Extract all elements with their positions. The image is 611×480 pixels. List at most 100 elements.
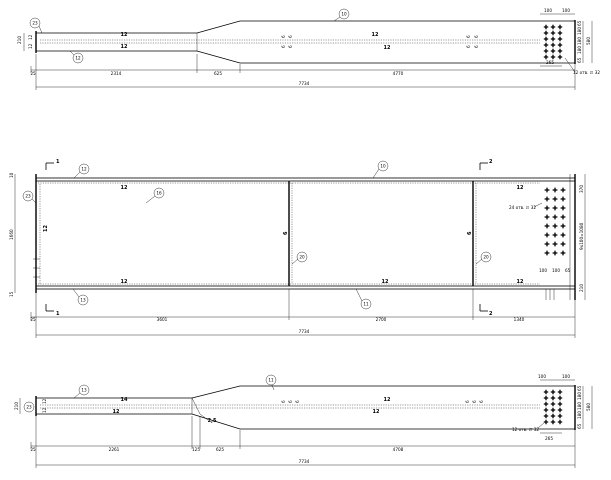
- bolt-hole: [550, 24, 556, 30]
- weld-label: 12: [517, 279, 524, 285]
- bolt-hole: [557, 407, 563, 413]
- callout-13: 13: [81, 388, 87, 393]
- bolt-hole: [550, 42, 556, 48]
- callout-bubble: [22, 190, 34, 202]
- callout-bubble: [480, 251, 492, 263]
- bolt-hole: [560, 241, 566, 247]
- height-label: 210: [17, 36, 22, 44]
- weld-size: 6: [281, 35, 286, 38]
- bolt-hole: [560, 232, 566, 238]
- dim: 2700: [376, 317, 387, 322]
- section-label-2: 2: [489, 159, 493, 165]
- bolt-hole: [544, 205, 550, 211]
- bolt-note-leader: [537, 422, 545, 429]
- callout-12: 12: [75, 56, 81, 61]
- bottom-flange: [35, 285, 576, 290]
- weld-size: 6: [281, 45, 286, 48]
- vert-label: 6: [283, 231, 289, 235]
- bolt-hole: [552, 187, 558, 193]
- bolt-hole: [557, 42, 563, 48]
- callout-leader: [355, 288, 363, 302]
- top-view: 23 12 10 210 12 12 12 12 12 12 6 6 6 6 6…: [17, 8, 600, 90]
- section-label-1: 1: [56, 159, 60, 165]
- weld-size: 6: [479, 400, 484, 403]
- weld-label: 12: [113, 409, 120, 415]
- bolt-hole: [550, 401, 556, 407]
- total-dim: 7734: [299, 459, 310, 464]
- bolt-hole: [543, 389, 549, 395]
- callout-13: 13: [80, 298, 86, 303]
- plate-dim: 265: [546, 60, 554, 65]
- callout-bubble: [377, 160, 389, 172]
- weld-label: 12: [121, 44, 128, 50]
- bolt-hole: [552, 214, 558, 220]
- callout-leader: [73, 171, 81, 179]
- bolt-note: 24 отв. ∅ 32: [509, 205, 536, 210]
- callout-leader: [31, 198, 37, 204]
- weld-size: 6: [472, 400, 477, 403]
- plate-dim: 180: [577, 402, 582, 410]
- bolt-hole: [557, 36, 563, 42]
- plate-dim: 180: [577, 27, 582, 35]
- plate-dim: 100: [562, 374, 570, 379]
- plate-dim: 100: [538, 374, 546, 379]
- callout-11: 11: [268, 378, 274, 383]
- callout-10: 10: [341, 12, 347, 17]
- callout-leader: [72, 288, 80, 298]
- mid-view: 1 1 2 2 12 10 23 16 20 20 13 11: [9, 159, 586, 338]
- callout-23: 23: [26, 405, 32, 410]
- callout-bubble: [23, 401, 35, 413]
- bolt-hole: [544, 223, 550, 229]
- bolt-hole: [552, 241, 558, 247]
- bolt-hole: [544, 196, 550, 202]
- height-label: 12: [42, 407, 47, 413]
- bolt-hole: [560, 187, 566, 193]
- right-dim: 9x100=1080: [579, 222, 584, 250]
- bolt-hole: [560, 196, 566, 202]
- weld-label: 12: [384, 45, 391, 51]
- weld-label: 12: [121, 279, 128, 285]
- bolt-hole: [560, 214, 566, 220]
- dim: 2314: [111, 71, 122, 76]
- dim: 625: [214, 71, 222, 76]
- bolt-hole: [543, 24, 549, 30]
- vert-label: 6: [467, 231, 473, 235]
- callout-leader: [145, 195, 156, 204]
- bottom-bolt-group: [543, 389, 563, 425]
- bolt-hole: [544, 187, 550, 193]
- callout-leader: [475, 258, 483, 265]
- bolt-hole: [543, 54, 549, 60]
- bolt-hole: [544, 250, 550, 256]
- plate-dim: 65: [577, 57, 582, 63]
- bolt-hole: [543, 36, 549, 42]
- callout-12: 12: [81, 167, 87, 172]
- plate-dim: 100: [544, 8, 552, 13]
- weld-label: 12: [121, 185, 128, 191]
- dim: 25: [30, 71, 36, 76]
- callout-20: 20: [299, 255, 305, 260]
- height-label: 12: [28, 34, 33, 40]
- mid-bolt-group: [544, 187, 566, 256]
- height-label: 12: [42, 398, 47, 404]
- plate-dim: 65: [577, 20, 582, 26]
- total-dim: 7734: [299, 81, 310, 86]
- plate-dim: 65: [577, 385, 582, 391]
- weld-label: 12: [372, 32, 379, 38]
- total-dim: 7734: [299, 329, 310, 334]
- bolt-hole: [550, 48, 556, 54]
- callout-bubble: [29, 17, 41, 29]
- bolt-hole: [557, 30, 563, 36]
- weld-label: 12: [121, 32, 128, 38]
- bottom-flange-outline: [35, 385, 576, 430]
- bolt-hole: [557, 48, 563, 54]
- bolt-hole: [550, 419, 556, 425]
- plate-dim: 180: [577, 46, 582, 54]
- callout-leader: [38, 25, 43, 34]
- bolt-hole: [552, 223, 558, 229]
- plate-dim: 180: [577, 37, 582, 45]
- callout-bubble: [77, 294, 89, 306]
- bolt-note-leader: [533, 202, 543, 208]
- top-flange: [35, 177, 576, 182]
- bolt-hole: [550, 30, 556, 36]
